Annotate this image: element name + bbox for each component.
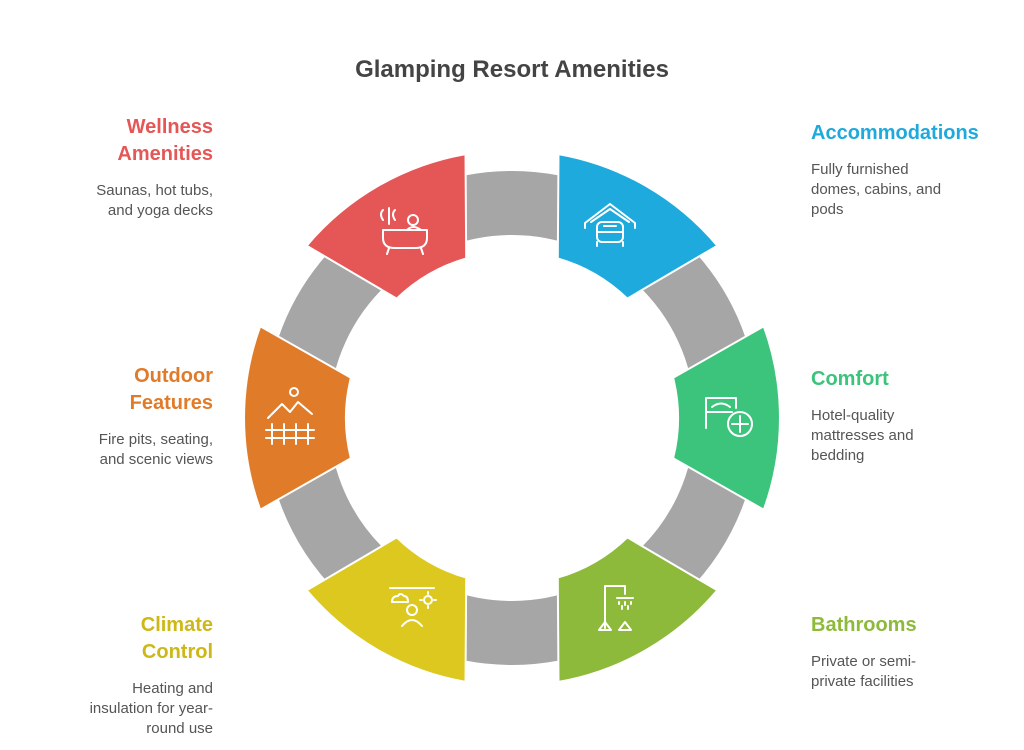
segment-title: Accommodations (811, 122, 979, 144)
house-bed-icon (584, 203, 636, 247)
segment-wellness-amenities (305, 152, 468, 300)
diagram-title: Glamping Resort Amenities (355, 56, 669, 83)
segment-title: Outdoor Features (129, 365, 213, 414)
mountain-fence-icon (265, 387, 315, 445)
label-accommodations: Accommodations Fully furnished domes, ca… (811, 120, 1011, 220)
label-climate-control: Climate Control Heating and insulation f… (13, 612, 213, 739)
label-comfort: Comfort Hotel-quality mattresses and bed… (811, 366, 1011, 466)
shower-icon (598, 585, 634, 631)
label-outdoor-features: Outdoor Features Fire pits, seating, and… (13, 363, 213, 470)
bed-plus-icon (705, 397, 753, 437)
segment-description: Fully furnished domes, cabins, and pods (811, 161, 942, 218)
segment-comfort (671, 324, 781, 512)
label-wellness-amenities: Wellness Amenities Saunas, hot tubs, and… (13, 114, 213, 221)
segment-accommodations (556, 152, 719, 300)
segment-title: Climate Control (140, 614, 213, 663)
segment-title: Wellness Amenities (117, 116, 213, 165)
segment-description: Private or semi- private facilities (811, 653, 917, 690)
segment-description: Heating and insulation for year- round u… (89, 680, 213, 737)
segment-outdoor-features (243, 324, 353, 512)
segment-description: Hotel-quality mattresses and bedding (811, 407, 914, 464)
person-sun-cloud-icon (389, 587, 437, 627)
segment-bathrooms (556, 536, 719, 684)
bathtub-icon (380, 207, 428, 255)
segment-climate-control (305, 536, 468, 684)
segment-description: Saunas, hot tubs, and yoga decks (96, 182, 213, 219)
segment-title: Comfort (811, 368, 889, 390)
segment-title: Bathrooms (811, 614, 917, 636)
label-bathrooms: Bathrooms Private or semi- private facil… (811, 612, 1011, 692)
segment-description: Fire pits, seating, and scenic views (98, 431, 213, 468)
